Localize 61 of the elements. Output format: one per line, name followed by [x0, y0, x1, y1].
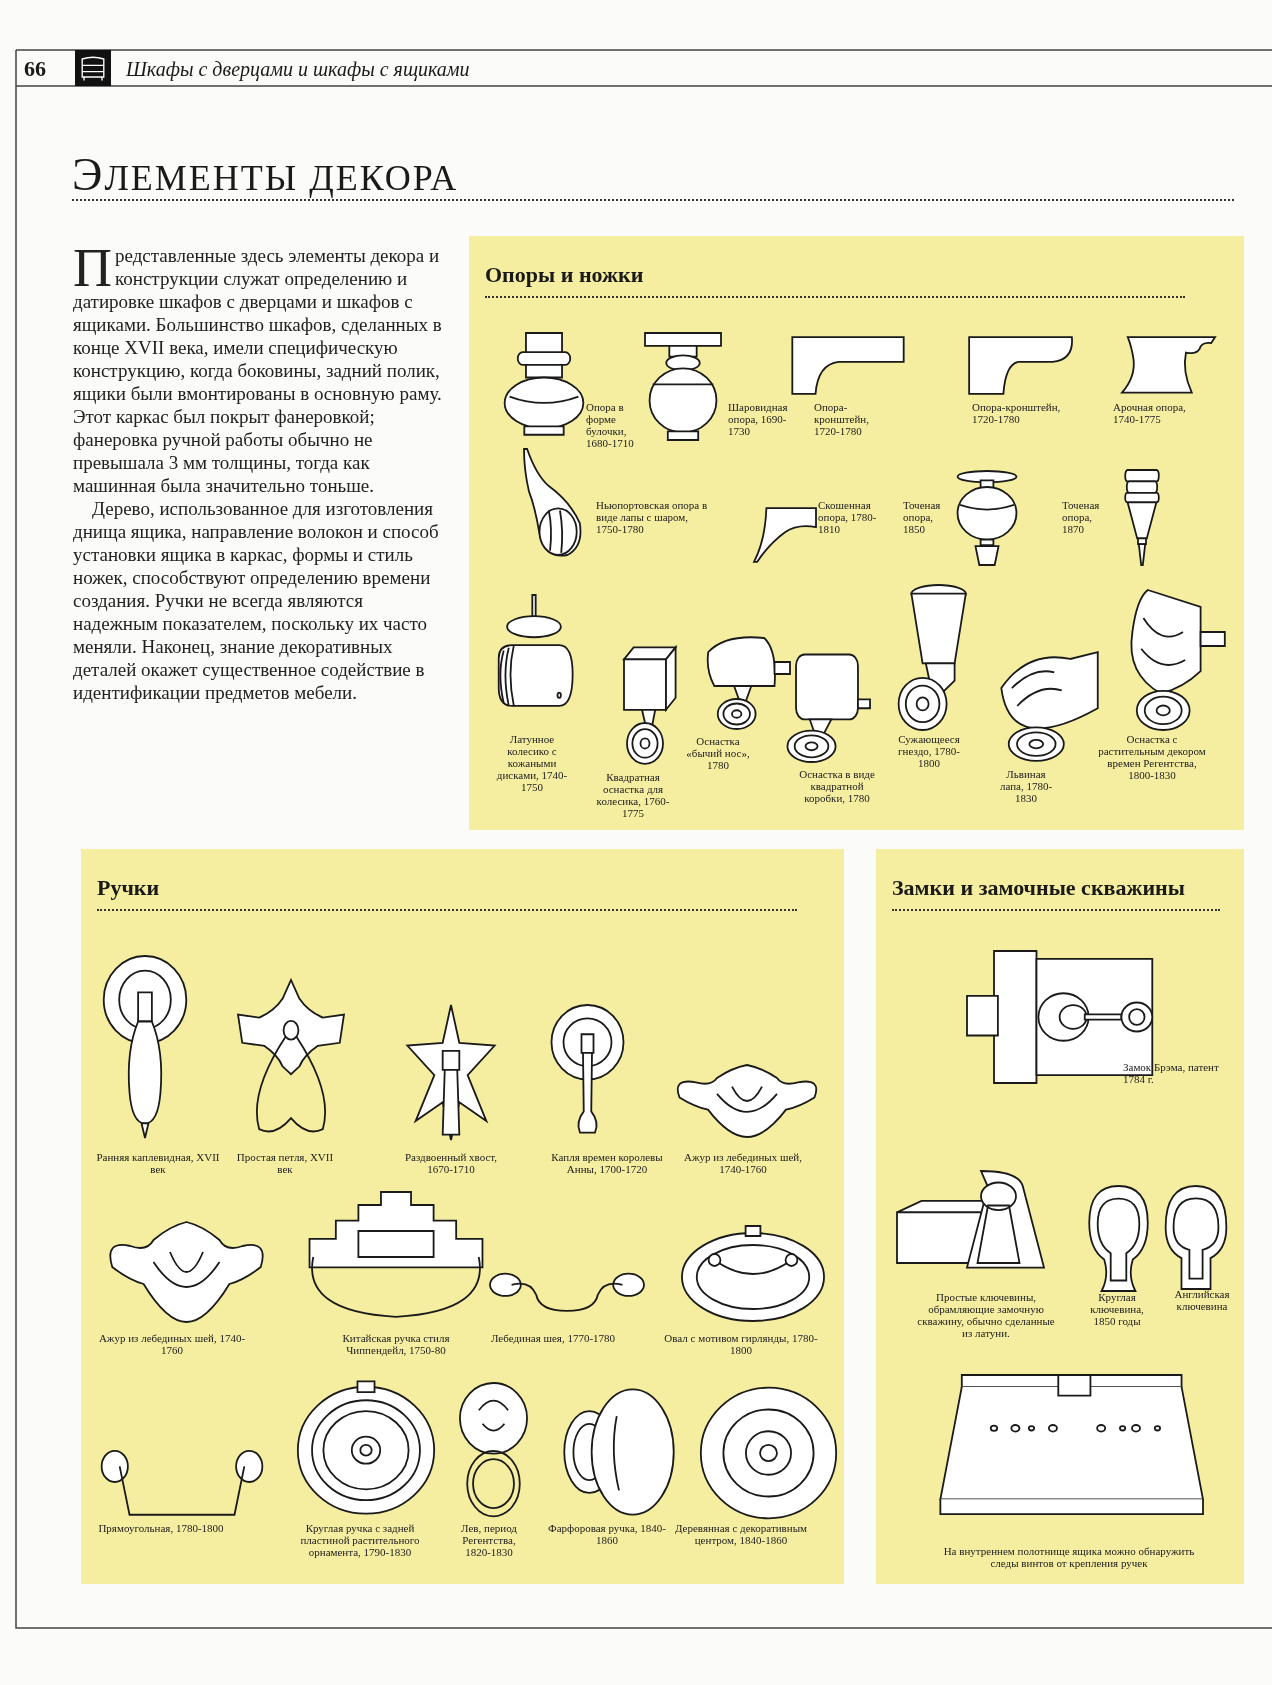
bun-foot-drawing [503, 333, 585, 439]
section-panel [469, 236, 1244, 830]
item-label: Круглая ручка с задней пластиной растительного орнамента, 1790-1830 [299, 1522, 421, 1558]
lion-ring-handle-drawing [457, 1383, 530, 1519]
item-label: Сужающееся гнездо, 1780-1800 [897, 733, 961, 769]
item-label: Львиная лапа, 1780-1830 [998, 768, 1054, 804]
running-header: Шкафы с дверцами и шкафы с ящиками [126, 58, 470, 81]
item-label: Фарфоровая ручка, 1840-1860 [547, 1522, 667, 1546]
section-panel [876, 849, 1244, 1584]
item-label: Деревянная с декоративным центром, 1840-1860 [673, 1522, 809, 1546]
item-label: Опора в форме булочки, 1680-1710 [586, 401, 635, 449]
item-label: Точеная опора, 1850 [903, 499, 942, 535]
item-label: Квадратная оснастка для колесика, 1760-1775 [595, 771, 671, 819]
item-label: Ранняя каплевидная, XVII век [95, 1151, 221, 1175]
item-label: Оснастка с растительным декором времен Регентства, 1800-1830 [1097, 733, 1207, 781]
section-panel [81, 849, 844, 1584]
item-label: Опора-кронштейн, 1720-1780 [814, 401, 870, 437]
item-label: Ажур из лебединых шей, 1740-1760 [683, 1151, 803, 1175]
item-label: На внутреннем полотнище ящика можно обнаружить следы винтов от крепления ручек [942, 1545, 1196, 1569]
bracket-foot-drawing [967, 336, 1074, 395]
item-label: Оснастка «бычий нос», 1780 [685, 735, 751, 771]
section-heading: Ручки [97, 875, 160, 901]
body-paragraph: Дерево, использованное для изготовления днища ящика, направление волокон и способ установки ящика в каркас, формы и стиль ножек, способствуют определению времени создания. Ручки не всегда являются надежным показателем, поскольку их часто меняли. Наконец, знание декоративных деталей окажет существенное содействие в идентификации предметов мебели. [73, 497, 440, 704]
item-label: Опора-кронштейн, 1720-1780 [972, 401, 1062, 425]
item-label: Английская ключевина [1173, 1288, 1231, 1312]
turned-foot-drawing [955, 471, 1019, 565]
splayed-foot-drawing [754, 507, 816, 563]
item-label: Ньюпортовская опора в виде лапы с шаром, 1750-1780 [596, 499, 709, 535]
bracket-foot-drawing [790, 336, 906, 395]
item-label: Точеная опора, 1870 [1062, 499, 1101, 535]
drop-handle-drawing [102, 956, 188, 1138]
escutcheon-drawing [1163, 1186, 1229, 1289]
knob-drawing [698, 1385, 839, 1521]
oval-handle-drawing [679, 1222, 827, 1322]
item-label: Раздвоенный хвост, 1670-1710 [403, 1151, 499, 1175]
item-label: Шаровидная опора, 1690-1730 [728, 401, 789, 437]
item-label: Простая петля, XVII век [235, 1151, 335, 1175]
item-label: Замок Брэма, патент 1784 г. [1123, 1061, 1220, 1085]
page-number: 66 [24, 56, 46, 82]
item-label: Оснастка в виде квадратной коробки, 1780 [798, 768, 876, 804]
item-label: Лев, период Регентства, 1820-1830 [460, 1522, 518, 1558]
item-label: Простые ключевины, обрамляющие замочную скважину, обычно сделанные из латуни. [916, 1291, 1056, 1339]
section-heading: Замки и замочные скважины [892, 875, 1185, 901]
item-label: Капля времен королевы Анны, 1700-1720 [550, 1151, 664, 1175]
ogee-foot-drawing [1120, 336, 1217, 395]
item-label: Овал с мотивом гирлянды, 1780-1800 [663, 1332, 819, 1356]
item-label: Лебединая шея, 1770-1780 [489, 1332, 617, 1344]
turned-foot-drawing [1122, 470, 1162, 565]
item-label: Китайская ручка стиля Чиппендейл, 1750-80 [341, 1332, 451, 1356]
escutcheon-drawing [1086, 1186, 1151, 1291]
item-label: Латунное колесико с кожаными дисками, 1740-1750 [495, 733, 569, 793]
item-label: Прямоугольная, 1780-1800 [97, 1522, 225, 1534]
item-label: Ажур из лебединых шей, 1740-1760 [97, 1332, 247, 1356]
page-title: ЭЛЕМЕНТЫ ДЕКОРА [72, 148, 459, 201]
item-label: Круглая ключевина, 1850 годы [1089, 1291, 1145, 1327]
item-label: Скошенная опора, 1780-1810 [818, 499, 878, 535]
ball-foot-drawing [645, 333, 721, 440]
knob-drawing [562, 1388, 676, 1516]
section-heading: Опоры и ножки [485, 262, 644, 288]
item-label: Арочная опора, 1740-1775 [1113, 401, 1187, 425]
ring-handle-drawing [295, 1380, 437, 1515]
